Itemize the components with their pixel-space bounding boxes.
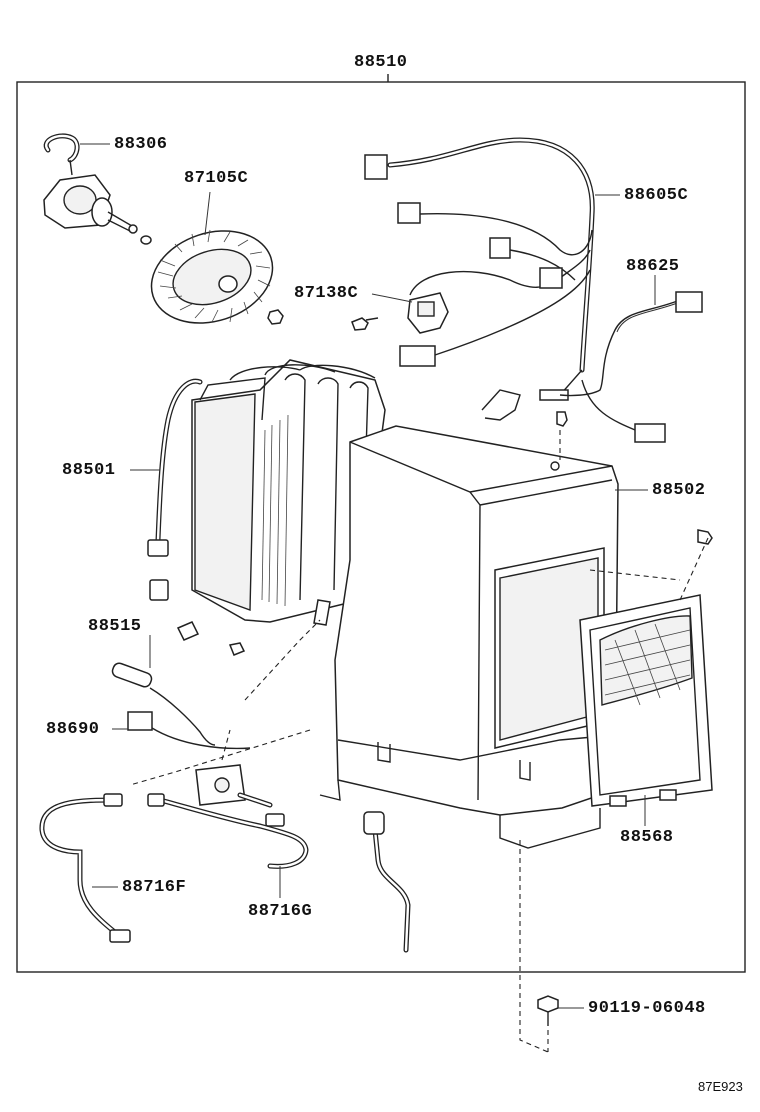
part-label-88605c: 88605C — [624, 186, 689, 205]
part-label-88716f: 88716F — [122, 878, 187, 897]
heater-case[interactable] — [319, 389, 619, 849]
connector-88690[interactable] — [127, 711, 251, 750]
assembly-frame — [16, 81, 746, 973]
part-label-88568: 88568 — [620, 828, 674, 847]
relay-87138c[interactable] — [351, 292, 449, 334]
assembly-label: 88510 — [354, 53, 408, 72]
part-label-88625: 88625 — [626, 257, 680, 276]
pipe-88716f[interactable] — [39, 793, 131, 943]
part-label-88306: 88306 — [114, 135, 168, 154]
part-label-88690: 88690 — [46, 720, 100, 739]
part-label-88501: 88501 — [62, 461, 116, 480]
bolt-90119[interactable] — [537, 995, 559, 1026]
part-label-90119-06048: 90119-06048 — [588, 999, 706, 1018]
blower-fan[interactable] — [139, 216, 284, 338]
part-label-87105c: 87105C — [184, 169, 249, 188]
figure-code: 87E923 — [698, 1079, 743, 1094]
drain-hose[interactable] — [363, 811, 411, 953]
thermistor[interactable] — [111, 621, 246, 746]
part-label-88716g: 88716G — [248, 902, 313, 921]
part-label-88502: 88502 — [652, 481, 706, 500]
blower-motor[interactable] — [43, 133, 152, 245]
part-label-88515: 88515 — [88, 617, 142, 636]
part-label-87138c: 87138C — [294, 284, 359, 303]
grille[interactable] — [579, 529, 713, 807]
alignment-lines — [129, 430, 709, 1053]
evaporator[interactable] — [147, 359, 386, 626]
wire-harness[interactable] — [364, 137, 666, 443]
wire-88625[interactable] — [559, 291, 703, 397]
leader-lines — [80, 143, 656, 1009]
pipe-88716g[interactable] — [147, 764, 309, 869]
